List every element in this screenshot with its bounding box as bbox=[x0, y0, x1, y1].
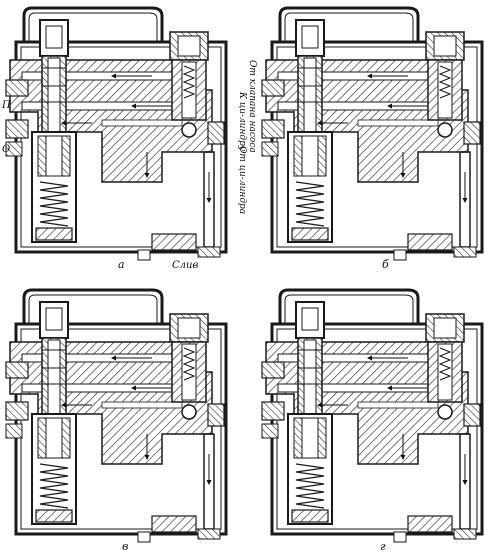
panel-c bbox=[6, 290, 226, 542]
port-label-o: О bbox=[2, 144, 10, 155]
label-to-cylinder: К ци-линдру bbox=[237, 91, 247, 152]
port-label-p: П bbox=[1, 100, 11, 111]
panel-d bbox=[262, 290, 482, 542]
label-from-pump-valve: От клапана насоса bbox=[247, 60, 257, 153]
panel-a bbox=[6, 8, 226, 260]
panel-b bbox=[262, 8, 482, 260]
panel-letter-b: б bbox=[382, 258, 389, 271]
panel-letter-d: г bbox=[380, 540, 386, 553]
panel-letter-a: а bbox=[118, 258, 125, 271]
panel-letter-c: в bbox=[122, 540, 128, 553]
drain-label: Слив bbox=[172, 260, 198, 271]
label-from-cylinder: От ци-линдра bbox=[237, 146, 247, 214]
